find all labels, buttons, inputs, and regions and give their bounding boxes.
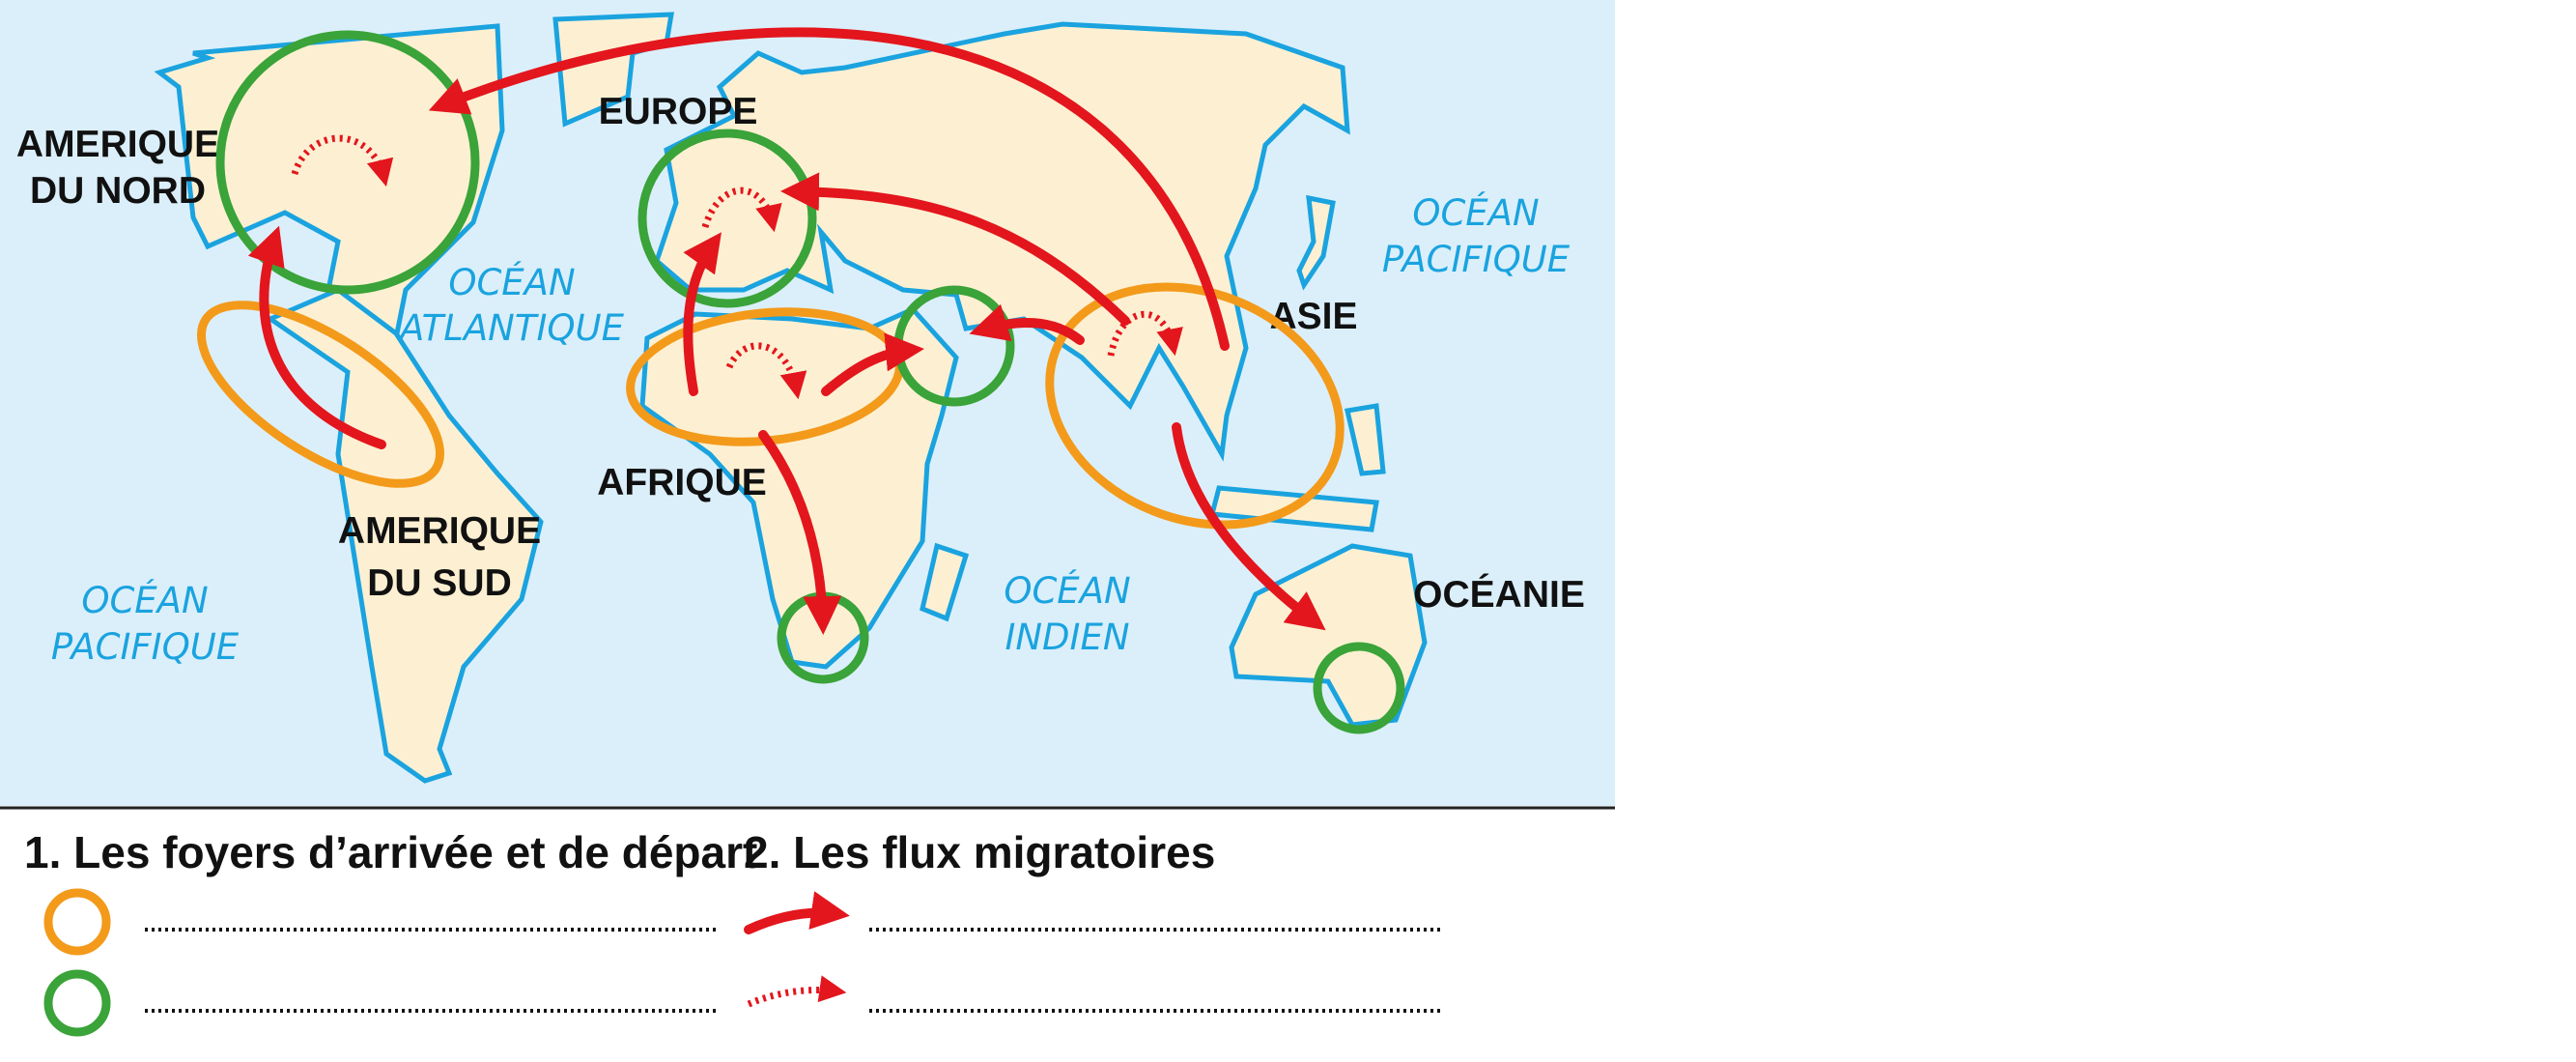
ocean-atlantique-label-1: OCÉAN [448, 261, 575, 303]
dotted-flow-asia [1107, 310, 1183, 357]
arrival-ring-australia [1313, 642, 1405, 734]
ocean-pacifique-west-label-2: PACIFIQUE [51, 626, 240, 668]
flow-africa-to-south-africa [758, 430, 842, 635]
legend-green-circle-icon [43, 969, 111, 1037]
flow-latin-america-to-north-america [247, 225, 386, 449]
world-map-svg: OCÉAN ATLANTIQUE OCÉAN PACIFIQUE OCÉAN P… [0, 0, 1615, 806]
japan-shape [1296, 194, 1336, 291]
amerique-sud-label-2: DU SUD [367, 562, 512, 604]
legend: 1. Les foyers d’arrivée et de départ 2. … [0, 806, 1615, 1057]
legend-svg: 1. Les foyers d’arrivée et de départ 2. … [0, 806, 1615, 1037]
dotted-flow-africa [725, 342, 807, 400]
madagascar-shape [920, 542, 970, 622]
flow-africa-to-middle-east [821, 332, 924, 396]
amerique-nord-label-1: AMERIQUE [16, 124, 219, 165]
legend-section-2-title: 2. Les flux migratoires [744, 827, 1215, 877]
amerique-nord-label-2: DU NORD [30, 170, 206, 212]
north-america-shape [154, 23, 505, 343]
flow-asia-to-north-america [428, 27, 1230, 351]
ocean-indien-label-1: OCÉAN [1004, 569, 1130, 612]
flow-asia-to-middle-east [969, 303, 1085, 345]
oceanie-label: OCÉANIE [1413, 573, 1585, 616]
dotted-flow-europe [701, 187, 782, 233]
departure-ring-asia [1045, 282, 1345, 530]
ocean-atlantique-label-2: ATLANTIQUE [398, 307, 625, 349]
world-map: OCÉAN ATLANTIQUE OCÉAN PACIFIQUE OCÉAN P… [0, 0, 1615, 806]
departure-ring-latin-america [197, 301, 444, 488]
ocean-pacifique-east-label-1: OCÉAN [1412, 191, 1539, 234]
ocean-pacifique-east-label-2: PACIFIQUE [1382, 239, 1571, 280]
flow-asia-to-europe [780, 172, 1130, 326]
arrival-ring-north-america [215, 30, 480, 295]
legend-solid-arrow-icon [744, 891, 850, 934]
philippines-shape [1344, 403, 1386, 476]
flow-asia-to-australia [1172, 422, 1326, 631]
legend-dotted-arrow-icon [747, 975, 847, 1008]
amerique-sud-label-1: AMERIQUE [338, 510, 541, 552]
arrival-ring-europe [637, 129, 817, 308]
legend-section-1-title: 1. Les foyers d’arrivée et de départ [24, 827, 757, 877]
flow-africa-to-europe [683, 232, 722, 396]
legend-orange-circle-icon [43, 888, 111, 956]
ocean-pacifique-west-label-1: OCÉAN [81, 579, 208, 621]
afrique-label: AFRIQUE [597, 462, 767, 503]
europe-label: EUROPE [599, 91, 758, 132]
south-america-shape [265, 287, 544, 784]
dotted-flow-north-america [291, 134, 394, 187]
ocean-indien-label-2: INDIEN [1005, 617, 1129, 658]
